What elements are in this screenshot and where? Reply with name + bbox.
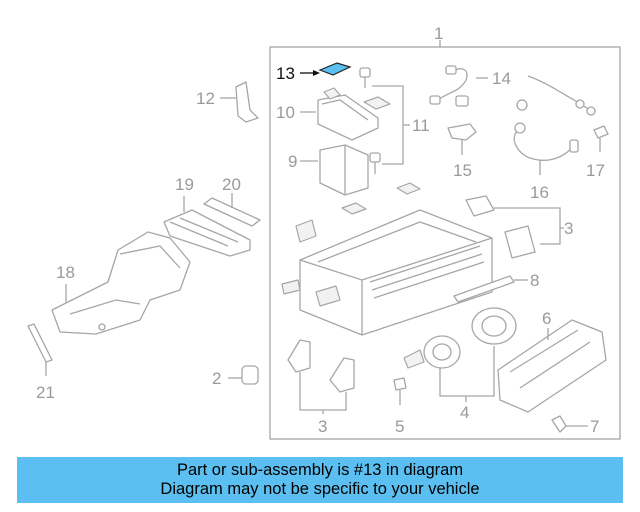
part-4[interactable]: 4 xyxy=(403,307,517,422)
label-14[interactable]: 14 xyxy=(492,69,511,88)
part-6[interactable]: 6 xyxy=(497,309,607,413)
part-2[interactable]: 2 xyxy=(212,365,259,388)
battery-assembly[interactable] xyxy=(281,209,493,336)
label-15[interactable]: 15 xyxy=(453,161,472,180)
label-6[interactable]: 6 xyxy=(542,309,551,328)
banner-line-1: Part or sub-assembly is #13 in diagram xyxy=(176,461,464,479)
label-21[interactable]: 21 xyxy=(36,383,55,402)
part-3-lower[interactable]: 3 xyxy=(287,339,355,436)
label-19[interactable]: 19 xyxy=(175,175,194,194)
label-16[interactable]: 16 xyxy=(530,183,549,202)
pad-upper xyxy=(363,96,391,110)
label-12[interactable]: 12 xyxy=(196,89,215,108)
label-1[interactable]: 1 xyxy=(434,24,443,43)
part-13-highlighted[interactable]: 13 xyxy=(276,62,352,83)
label-8[interactable]: 8 xyxy=(530,271,539,290)
part-17[interactable]: 17 xyxy=(586,125,609,180)
part-20[interactable]: 20 xyxy=(203,175,261,227)
part-11[interactable]: 11 xyxy=(359,67,430,174)
label-10[interactable]: 10 xyxy=(276,103,295,122)
part-9[interactable]: 9 xyxy=(288,144,369,196)
part-14[interactable]: 14 xyxy=(429,65,511,107)
part-18[interactable]: 18 xyxy=(51,231,191,335)
part-13-arrow xyxy=(313,70,320,76)
pad-mid xyxy=(396,182,421,195)
part-12[interactable]: 12 xyxy=(196,81,259,123)
part-19[interactable]: 19 xyxy=(163,175,251,257)
part-15[interactable]: 15 xyxy=(447,123,477,180)
label-20[interactable]: 20 xyxy=(222,175,241,194)
part-21[interactable]: 21 xyxy=(27,323,55,402)
parts-diagram: 1 13 10 11 9 12 xyxy=(27,24,621,440)
label-3-lower[interactable]: 3 xyxy=(318,417,327,436)
label-3-upper[interactable]: 3 xyxy=(564,219,573,238)
assembly-frame xyxy=(269,46,621,440)
label-9[interactable]: 9 xyxy=(288,152,297,171)
label-7[interactable]: 7 xyxy=(590,417,599,436)
label-5[interactable]: 5 xyxy=(395,417,404,436)
part-7[interactable]: 7 xyxy=(551,415,599,436)
part-3-upper[interactable]: 3 xyxy=(465,195,573,259)
label-4[interactable]: 4 xyxy=(460,403,469,422)
pad-left xyxy=(341,202,367,215)
label-17[interactable]: 17 xyxy=(586,161,605,180)
part-8[interactable]: 8 xyxy=(453,271,539,303)
part-16[interactable]: 16 xyxy=(513,75,596,202)
part-10[interactable]: 10 xyxy=(276,87,379,141)
label-2[interactable]: 2 xyxy=(212,369,221,388)
banner-line-2: Diagram may not be specific to your vehi… xyxy=(160,480,480,498)
label-13[interactable]: 13 xyxy=(276,64,295,83)
part-5[interactable]: 5 xyxy=(393,377,407,436)
label-18[interactable]: 18 xyxy=(56,263,75,282)
label-11[interactable]: 11 xyxy=(412,116,430,135)
part-13-shape[interactable] xyxy=(318,62,352,76)
info-banner: Part or sub-assembly is #13 in diagram D… xyxy=(17,457,623,503)
